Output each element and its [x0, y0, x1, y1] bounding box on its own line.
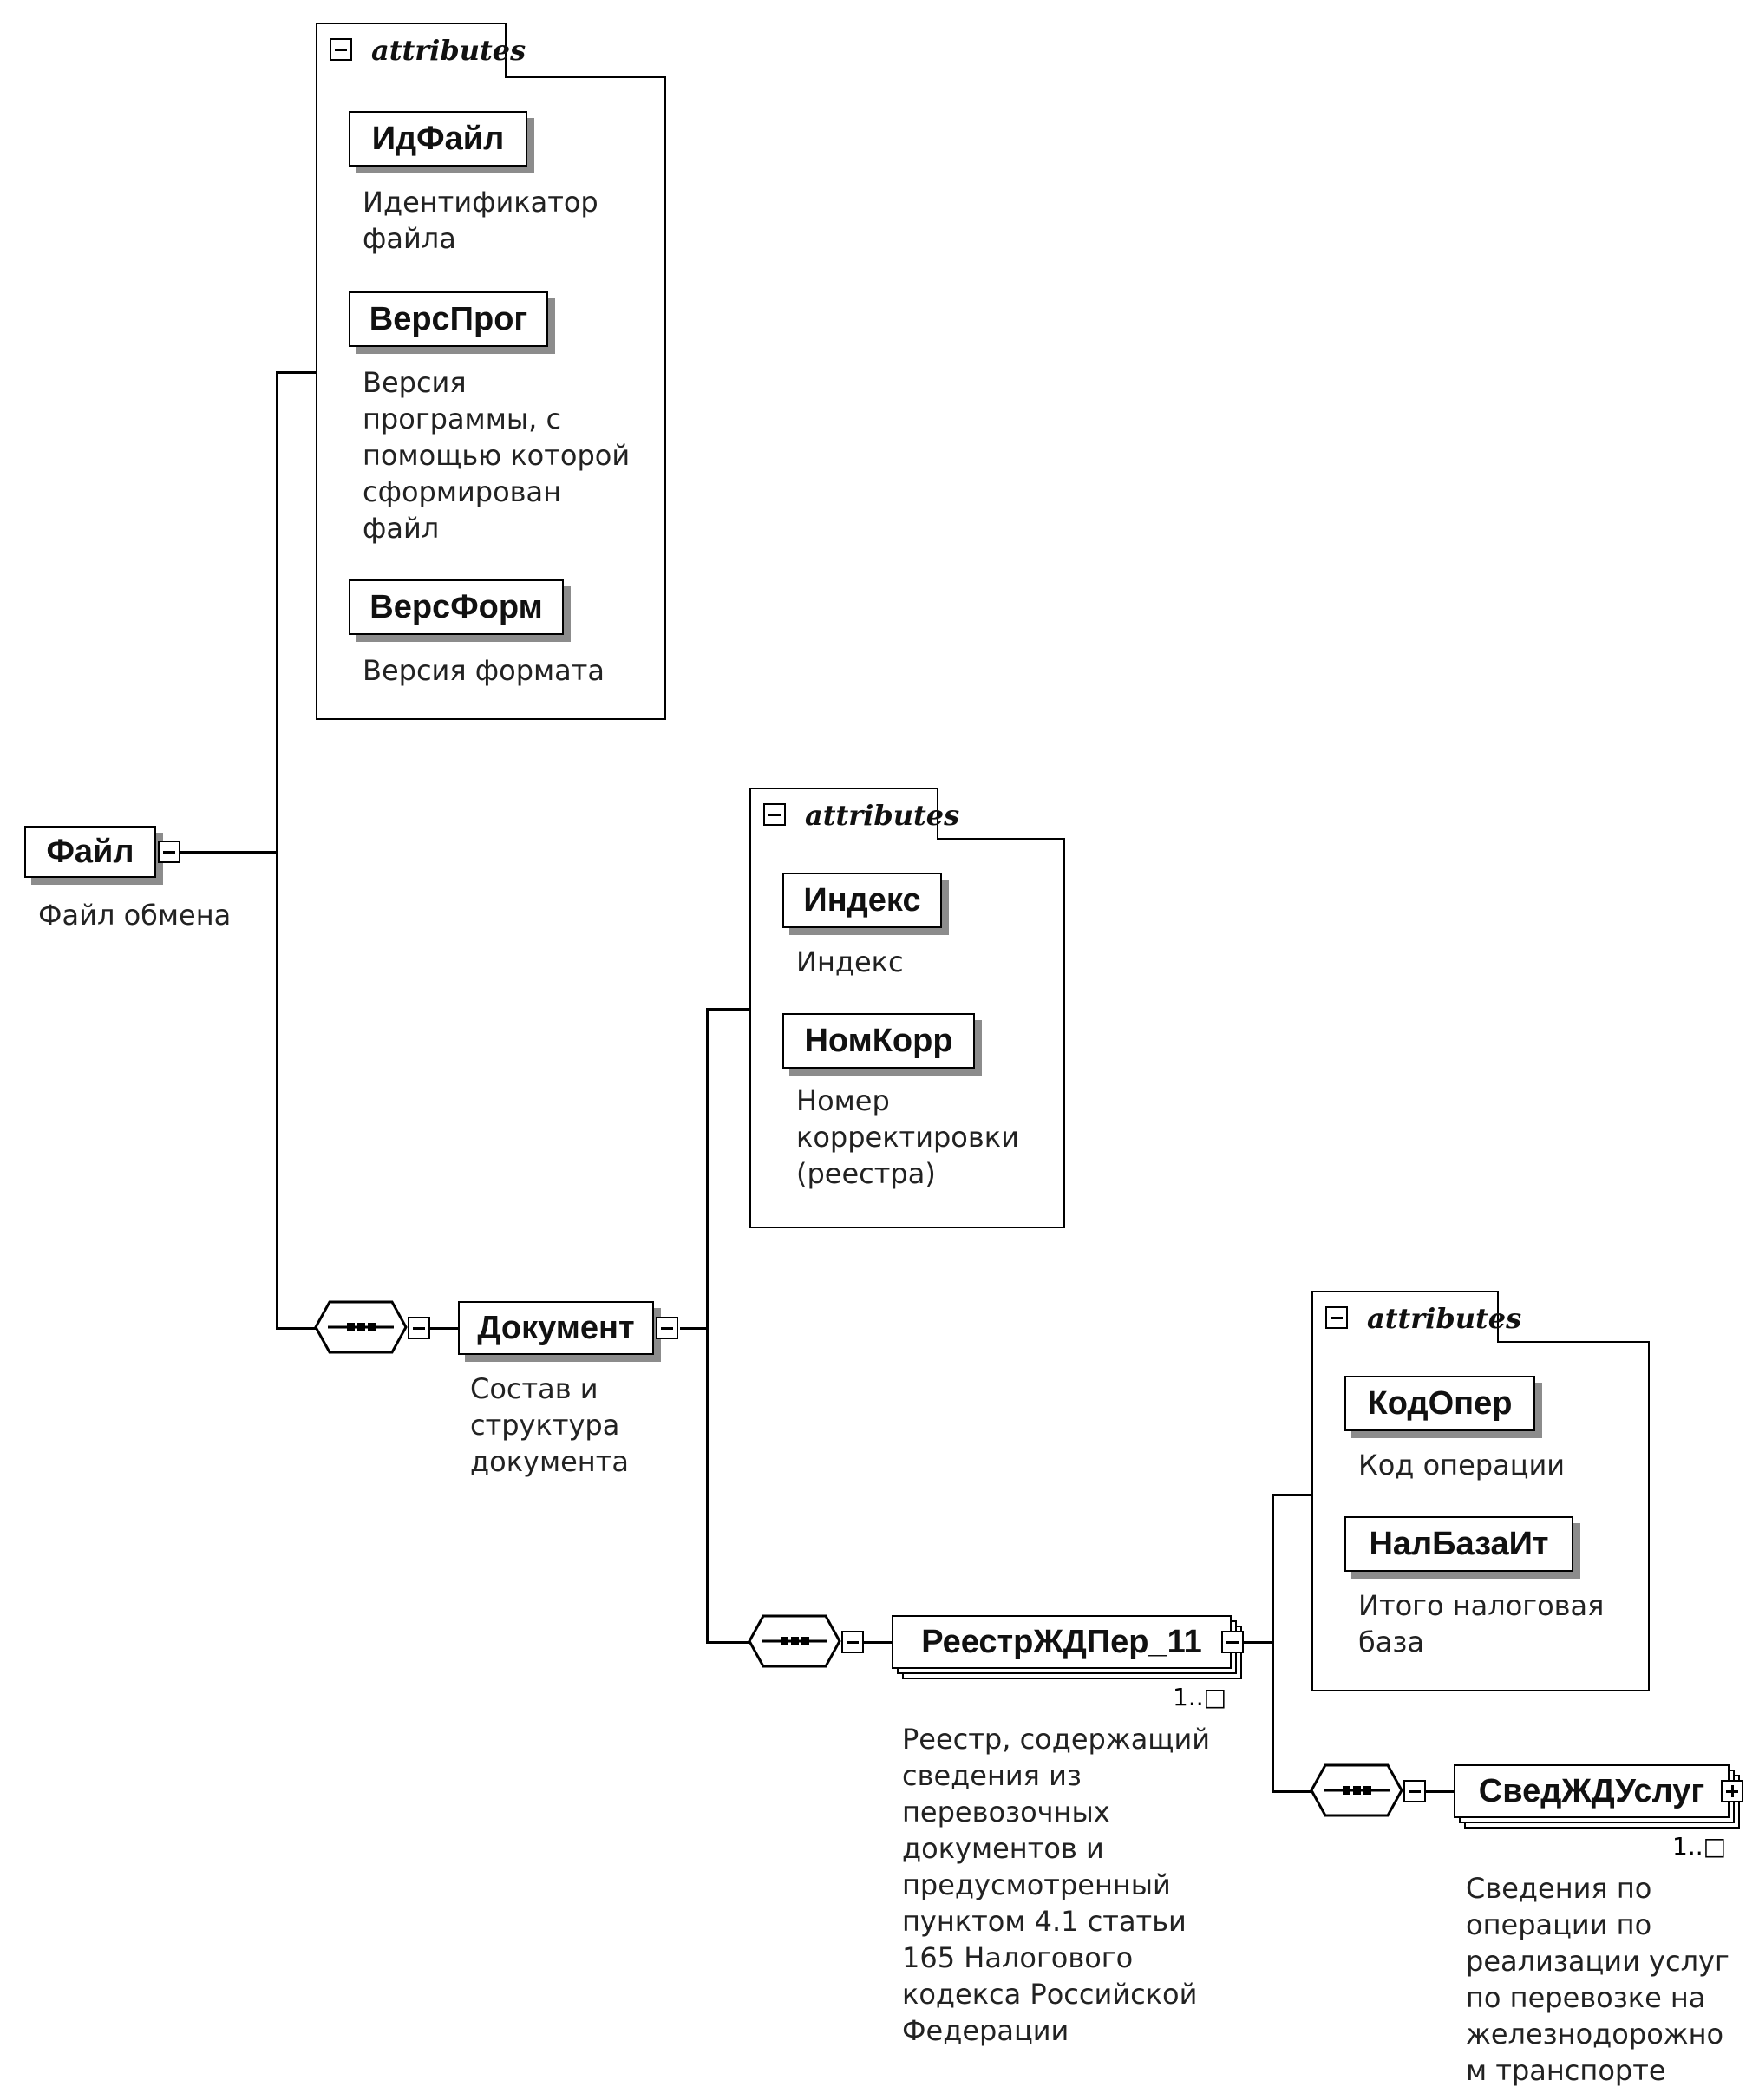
registry-description: Реестр, содержащий сведения из перевозоч…: [902, 1723, 1211, 2047]
services-description: Сведения по операции по реализации услуг…: [1466, 1872, 1730, 2087]
file-attributes-tab[interactable]: attributes: [316, 23, 526, 78]
connector-line: [680, 1327, 708, 1330]
connector-line: [276, 371, 278, 1329]
connector-line: [706, 1008, 749, 1011]
collapse-icon[interactable]: [763, 803, 786, 826]
attribute-versprog-description: Версия программы, с помощью которой сфор…: [363, 366, 631, 545]
attribute-nalbazait[interactable]: НалБазаИт: [1344, 1516, 1573, 1572]
root-element-name: Файл: [46, 833, 134, 870]
collapse-icon[interactable]: [841, 1631, 864, 1653]
root-description: Файл обмена: [38, 899, 232, 932]
collapse-icon[interactable]: [1403, 1780, 1426, 1802]
connector-line: [1272, 1790, 1311, 1793]
collapse-icon[interactable]: [158, 841, 180, 863]
connector-line: [276, 1327, 316, 1330]
connector-line: [1272, 1494, 1274, 1792]
attributes-label: attributes: [371, 34, 526, 67]
connector-line: [1244, 1641, 1273, 1644]
attribute-versprog[interactable]: ВерсПрог: [349, 291, 548, 347]
connector-line: [864, 1641, 892, 1644]
connector-line: [706, 1641, 749, 1644]
attribute-index-description: Индекс: [796, 945, 904, 978]
collapse-icon[interactable]: [330, 38, 352, 61]
attribute-index[interactable]: Индекс: [782, 873, 942, 928]
attribute-nomkorr[interactable]: НомКорр: [782, 1013, 975, 1069]
attribute-nomkorr-description: Номер корректировки (реестра): [796, 1084, 1019, 1190]
document-description: Состав и структура документа: [470, 1372, 629, 1478]
sequence-icon: [1310, 1763, 1403, 1817]
connector-line: [170, 851, 278, 854]
sequence-icon: [748, 1614, 841, 1668]
expand-icon[interactable]: [1721, 1780, 1743, 1802]
collapse-icon[interactable]: [408, 1317, 430, 1339]
collapse-icon[interactable]: [1221, 1631, 1244, 1653]
attribute-idfile[interactable]: ИдФайл: [349, 111, 527, 167]
connector-line: [1272, 1494, 1311, 1496]
connector-line: [276, 371, 316, 374]
registry-cardinality: 1..□: [1173, 1683, 1227, 1711]
services-cardinality: 1..□: [1672, 1832, 1727, 1861]
root-element[interactable]: Файл: [24, 826, 156, 878]
attribute-versform[interactable]: ВерсФорм: [349, 579, 564, 635]
connector-line: [706, 1008, 709, 1643]
collapse-icon[interactable]: [1325, 1306, 1348, 1329]
attribute-idfile-description: Идентификатор файла: [363, 186, 598, 255]
services-element[interactable]: СведЖДУслуг: [1454, 1764, 1730, 1818]
attribute-kodoper-description: Код операции: [1358, 1449, 1566, 1482]
document-element[interactable]: Документ: [458, 1301, 654, 1355]
attribute-kodoper[interactable]: КодОпер: [1344, 1376, 1535, 1431]
registry-attributes-tab[interactable]: attributes: [1311, 1291, 1521, 1343]
collapse-icon[interactable]: [656, 1317, 678, 1339]
attribute-nalbazait-description: Итого налоговая база: [1358, 1589, 1605, 1658]
connector-line: [430, 1327, 458, 1330]
attribute-versform-description: Версия формата: [363, 654, 605, 687]
connector-line: [1426, 1790, 1454, 1793]
registry-element[interactable]: РеестрЖДПер_11: [892, 1615, 1232, 1669]
sequence-icon: [314, 1300, 408, 1354]
document-attributes-tab[interactable]: attributes: [749, 788, 959, 840]
